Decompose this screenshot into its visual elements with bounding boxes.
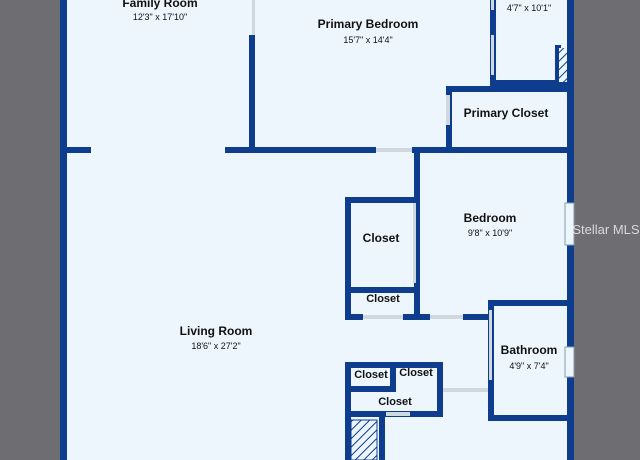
bedroom-dims: 9'8" x 10'9": [468, 228, 512, 238]
closet-label-bedroom-small: Closet: [366, 293, 400, 305]
closet-label-hall-right: Closet: [399, 367, 433, 379]
floor-area: [64, 0, 572, 460]
closet-label-hall-left: Closet: [354, 369, 388, 381]
closet-label-hall-bottom: Closet: [378, 396, 412, 408]
hatched-area-top: [559, 48, 567, 82]
bathroom-label: Bathroom: [501, 343, 558, 357]
bedroom-label: Bedroom: [464, 211, 517, 225]
watermark: Stellar MLS: [572, 222, 640, 237]
openings: [252, 0, 494, 416]
bathroom-dims: 4'9" x 7'4": [509, 361, 548, 371]
hatched-area-bottom: [350, 419, 378, 460]
primary-closet-label: Primary Closet: [464, 106, 549, 120]
primary-bedroom-label: Primary Bedroom: [318, 17, 419, 31]
closet-label-bedroom-large: Closet: [363, 231, 400, 245]
living-room-dims: 18'6" x 27'2": [191, 341, 240, 351]
primary-bath-dims: 4'7" x 10'1": [507, 3, 551, 13]
family-room-dims: 12'3" x 17'10": [133, 12, 187, 22]
family-room-label: Family Room: [122, 0, 197, 10]
exterior-windows: [564, 202, 575, 378]
living-room-label: Living Room: [180, 324, 253, 338]
primary-bedroom-dims: 15'7" x 14'4": [343, 35, 392, 45]
